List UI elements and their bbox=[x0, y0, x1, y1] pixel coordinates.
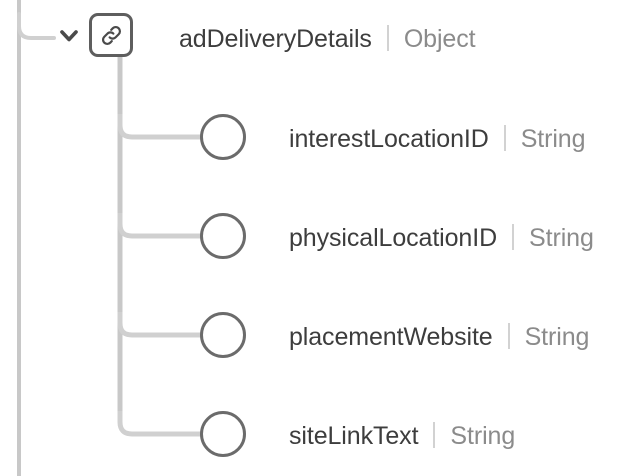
child-node-name: interestLocationID bbox=[289, 125, 489, 153]
child-node-type: String bbox=[520, 125, 586, 153]
child-node-label-group-siteLinkText: siteLinkText String bbox=[289, 418, 515, 451]
child-branch-connector-4 bbox=[117, 411, 202, 437]
child-node-type: String bbox=[450, 422, 516, 450]
object-node-icon-box[interactable] bbox=[89, 13, 133, 57]
child-node-label-group-interestLocationID: interestLocationID String bbox=[289, 121, 586, 154]
label-separator bbox=[507, 323, 510, 349]
child-node-name: physicalLocationID bbox=[289, 224, 498, 252]
chevron-down-icon bbox=[60, 30, 78, 42]
child-node-circle-siteLinkText[interactable] bbox=[200, 411, 246, 457]
child-node-type: String bbox=[524, 323, 590, 351]
child-node-label-group-placementWebsite: placementWebsite String bbox=[289, 319, 589, 352]
child-node-name: placementWebsite bbox=[289, 323, 493, 351]
child-branch-connector-3 bbox=[117, 312, 202, 338]
parent-node-label-group: adDeliveryDetails Object bbox=[179, 21, 476, 54]
parent-elbow-connector bbox=[17, 12, 56, 40]
child-node-name: siteLinkText bbox=[289, 422, 419, 450]
label-separator bbox=[512, 224, 515, 250]
child-node-circle-placementWebsite[interactable] bbox=[200, 312, 246, 358]
child-node-circle-interestLocationID[interactable] bbox=[200, 114, 246, 160]
collapse-toggle-button[interactable] bbox=[56, 26, 82, 46]
label-separator bbox=[386, 25, 389, 51]
child-branch-connector-1 bbox=[117, 114, 202, 140]
parent-node-name: adDeliveryDetails bbox=[179, 25, 372, 53]
child-branch-connector-2 bbox=[117, 213, 202, 239]
label-separator bbox=[433, 422, 436, 448]
parent-node-type: Object bbox=[403, 25, 476, 53]
child-node-type: String bbox=[529, 224, 594, 252]
child-node-label-group-physicalLocationID: physicalLocationID String bbox=[289, 220, 594, 253]
child-node-circle-physicalLocationID[interactable] bbox=[200, 213, 246, 259]
label-separator bbox=[503, 125, 506, 151]
link-icon bbox=[101, 25, 121, 45]
parent-node-adDeliveryDetails[interactable] bbox=[89, 13, 133, 57]
